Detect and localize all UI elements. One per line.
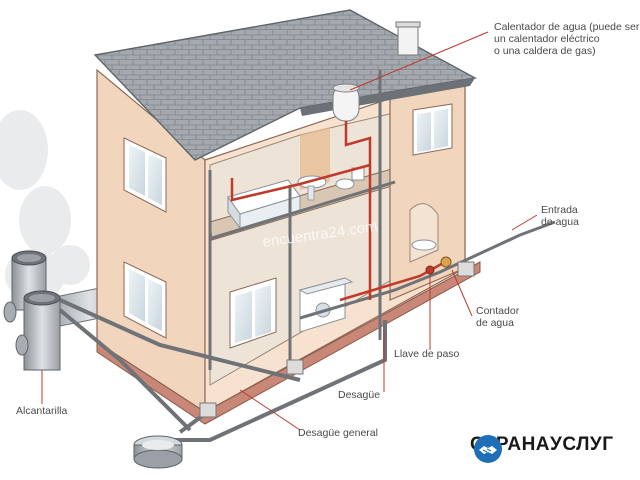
drain-box-right (457, 261, 475, 277)
handshake-icon (474, 435, 502, 463)
hot-water-pipes (230, 121, 446, 302)
callout-lines (41, 31, 538, 431)
label-drain: Desagüe (338, 389, 381, 401)
label-shutoff-valve: Llave de paso (394, 348, 460, 360)
interior-wall (300, 127, 330, 190)
manhole-bottom (133, 435, 183, 469)
label-water-meter-line-2: de agua (476, 317, 514, 329)
window-front-lower (229, 277, 277, 349)
water-heater (332, 83, 360, 122)
label-water-inlet: Entrada de agua (541, 204, 579, 228)
label-water-meter-line-1: Contador (476, 305, 520, 317)
toilet (335, 167, 365, 190)
label-water-heater: Calentador de agua (puede ser un calenta… (494, 21, 639, 57)
drain-box-center (286, 359, 304, 375)
shutoff-valve (425, 265, 435, 275)
kitchen-sink (409, 203, 439, 263)
brand-text-right: УСЛУГ (550, 434, 614, 455)
label-main-drain: Desagüe general (298, 427, 378, 439)
water-meter (440, 256, 452, 268)
window-lower-left (123, 261, 167, 339)
window-upper-left (123, 137, 167, 213)
label-water-heater-line-3: o una caldera de gas) (494, 45, 596, 57)
window-tower (412, 103, 453, 156)
brand-logo: СТРАНА УСЛУГ (470, 434, 614, 463)
sewer-cylinder-bottom (3, 290, 61, 371)
cold-water-pipes (208, 70, 556, 370)
label-water-heater-line-2: un calentador eléctrico (494, 33, 600, 45)
washing-machine (298, 277, 354, 333)
main-drain-pipe (58, 298, 387, 442)
label-sewer: Alcantarilla (16, 405, 68, 417)
label-water-meter: Contador de agua (476, 305, 519, 329)
label-water-inlet-line-2: de agua (541, 216, 579, 228)
label-water-heater-line-1: Calentador de agua (puede ser (494, 21, 640, 33)
chimney (395, 21, 421, 56)
label-water-inlet-line-1: Entrada (541, 204, 578, 216)
drain-box-left (199, 402, 217, 418)
